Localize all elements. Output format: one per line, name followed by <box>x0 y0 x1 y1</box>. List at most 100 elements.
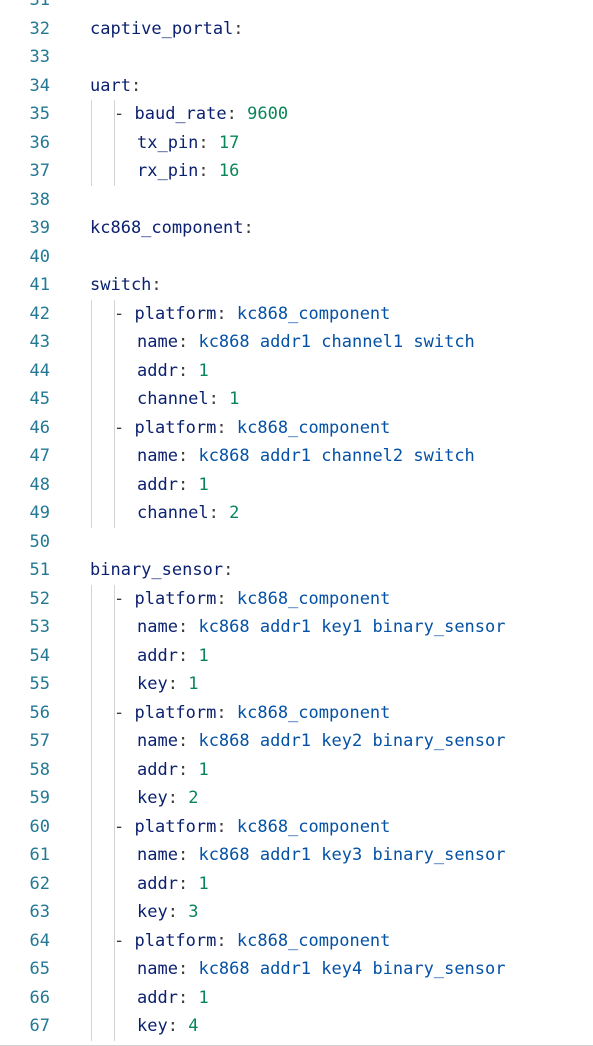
yaml-colon: : <box>226 104 237 124</box>
indent-guide <box>91 442 92 471</box>
code-content: binary_sensor: <box>90 556 233 585</box>
code-line[interactable]: 52- platform: kc868_component <box>0 584 593 613</box>
line-number: 32 <box>29 18 50 39</box>
line-number: 40 <box>29 246 50 267</box>
code-content: - platform: kc868_component <box>114 699 390 728</box>
code-content: - baud_rate: 9600 <box>114 100 288 129</box>
yaml-value: kc868 addr1 key1 binary_sensor <box>198 617 506 637</box>
yaml-key: addr <box>137 474 178 495</box>
code-line[interactable]: 49 channel: 2 <box>0 499 593 528</box>
indent-guide <box>114 784 115 813</box>
yaml-colon: : <box>216 303 227 324</box>
yaml-value: 1 <box>229 389 240 409</box>
line-number: 39 <box>29 218 50 238</box>
line-number: 43 <box>29 332 50 352</box>
yaml-key: captive_portal <box>90 18 234 39</box>
line-number: 58 <box>29 759 50 780</box>
indent-guide <box>114 983 115 1012</box>
code-content: channel: 2 <box>137 499 239 528</box>
code-line[interactable]: 31 <box>0 0 593 15</box>
yaml-key: uart <box>90 75 131 96</box>
code-line[interactable]: 46- platform: kc868_component <box>0 413 593 442</box>
yaml-key: name <box>137 731 178 751</box>
yaml-value: kc868_component <box>236 816 391 837</box>
yaml-value: kc868 addr1 key3 binary_sensor <box>198 845 506 865</box>
code-line[interactable]: 39 kc868_component: <box>0 214 593 243</box>
yaml-value: 2 <box>188 788 199 808</box>
code-line[interactable]: 50 <box>0 528 593 557</box>
indent-guide <box>91 926 92 955</box>
code-content: - platform: kc868_component <box>114 300 390 329</box>
yaml-colon: : <box>167 788 178 808</box>
indent-guide <box>91 470 92 499</box>
code-line[interactable]: 32 captive_portal: <box>0 15 593 44</box>
yaml-colon: : <box>198 132 209 153</box>
yaml-key: addr <box>137 360 178 381</box>
yaml-key: name <box>137 959 178 979</box>
yaml-colon: : <box>216 588 227 609</box>
indent-guide <box>91 812 92 841</box>
code-line[interactable]: 35- baud_rate: 9600 <box>0 100 593 129</box>
code-line[interactable]: 38 <box>0 186 593 215</box>
code-content: - platform: kc868_component <box>114 813 390 842</box>
line-number: 33 <box>29 47 50 67</box>
yaml-key: kc868_component <box>90 218 244 238</box>
indent-guide <box>91 157 92 186</box>
yaml-key: name <box>137 446 178 466</box>
yaml-colon: : <box>177 332 189 352</box>
yaml-key: switch <box>90 275 152 295</box>
code-content: uart: <box>90 72 141 101</box>
indent-guide <box>114 442 115 471</box>
line-number: 57 <box>29 731 50 751</box>
yaml-value: 1 <box>198 873 209 894</box>
code-content: captive_portal: <box>90 15 244 44</box>
indent-guide <box>114 698 115 727</box>
yaml-value: 9600 <box>247 104 289 124</box>
indent-guide <box>91 100 92 129</box>
code-line[interactable]: 56- platform: kc868_component <box>0 698 593 728</box>
yaml-colon: : <box>177 731 189 751</box>
line-number: 63 <box>29 902 50 922</box>
yaml-colon: : <box>177 446 189 466</box>
indent-guide <box>91 584 92 613</box>
code-line[interactable]: 33 <box>0 43 593 72</box>
yaml-colon: : <box>177 617 189 637</box>
yaml-value: 1 <box>198 645 209 666</box>
yaml-key: platform <box>134 816 217 837</box>
code-line[interactable]: 60- platform: kc868_component <box>0 812 593 842</box>
indent-guide <box>91 299 92 328</box>
yaml-value: 1 <box>198 759 209 780</box>
line-number: 49 <box>29 503 50 523</box>
line-number: 50 <box>29 531 50 552</box>
yaml-colon: : <box>243 218 254 238</box>
code-line[interactable]: 64- platform: kc868_component <box>0 926 593 956</box>
code-content: - platform: kc868_component <box>114 927 390 956</box>
indent-guide <box>91 983 92 1012</box>
code-line[interactable]: 40 <box>0 243 593 272</box>
line-number: 47 <box>29 446 50 466</box>
code-line[interactable]: 42- platform: kc868_component <box>0 299 593 329</box>
